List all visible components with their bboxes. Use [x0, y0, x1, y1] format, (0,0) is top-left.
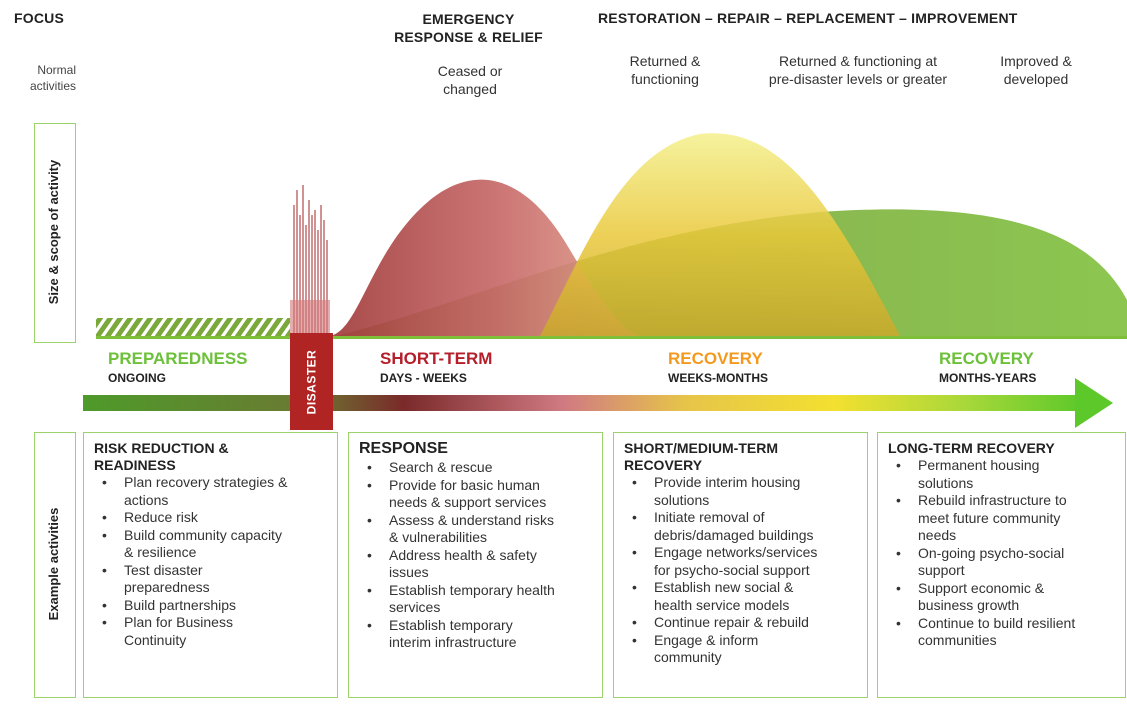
list-item: Establish new social &health service mod…	[632, 579, 859, 614]
preparedness-hatch	[96, 318, 290, 336]
focus-label: FOCUS	[14, 10, 64, 26]
phase-sub-short-term: DAYS - WEEKS	[380, 371, 467, 385]
phase-title-recovery-mid: RECOVERY	[668, 349, 763, 368]
phase-title-recovery-long: RECOVERY	[939, 349, 1034, 368]
list-item: Assess & understand risks& vulnerabiliti…	[367, 512, 594, 547]
card-risk-reduction: RISK REDUCTION &READINESS Plan recovery …	[83, 432, 338, 698]
disaster-marker	[290, 333, 333, 430]
card-response: RESPONSE Search & rescue Provide for bas…	[348, 432, 603, 698]
list-item: Support economic &business growth	[896, 580, 1117, 615]
returned-functioning-label: Returned &functioning	[629, 53, 701, 87]
list-item: Continue repair & rebuild	[632, 614, 859, 632]
card-title: RISK REDUCTION &READINESS	[94, 440, 229, 473]
list-item: Reduce risk	[102, 509, 329, 527]
example-activities-box	[34, 432, 76, 698]
phase-sub-recovery-long: MONTHS-YEARS	[939, 371, 1037, 385]
list-item: Search & rescue	[367, 459, 594, 477]
card-long-term-recovery: LONG-TERM RECOVERY Permanent housingsolu…	[877, 432, 1126, 698]
list-item: Build community capacity& resilience	[102, 527, 329, 562]
recovery-curve	[540, 133, 900, 336]
timeline-arrow-shaft	[83, 395, 1085, 411]
list-item: Plan recovery strategies &actions	[102, 474, 329, 509]
card-title: LONG-TERM RECOVERY	[888, 440, 1055, 456]
phase-sub-preparedness: ONGOING	[108, 371, 167, 385]
restoration-heading: RESTORATION – REPAIR – REPLACEMENT – IMP…	[598, 10, 1018, 26]
disaster-label: DISASTER	[304, 349, 319, 414]
size-scope-box	[34, 123, 76, 343]
improved-developed-label: Improved &developed	[1000, 53, 1072, 87]
phase-sub-recovery-mid: WEEKS-MONTHS	[668, 371, 768, 385]
list-item: Build partnerships	[102, 597, 329, 615]
phase-title-preparedness: PREPAREDNESS	[108, 349, 248, 368]
card-title: RESPONSE	[359, 440, 448, 457]
phase-title-short-term: SHORT-TERM	[380, 349, 493, 368]
timeline-arrow-head	[1075, 378, 1113, 428]
